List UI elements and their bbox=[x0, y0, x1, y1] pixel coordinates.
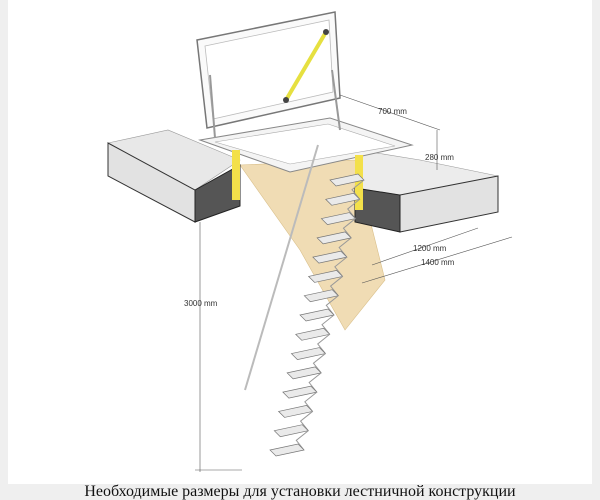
dim-1200: 1200 mm bbox=[413, 244, 447, 253]
dim-700: 700 mm bbox=[378, 107, 407, 116]
gas-strut bbox=[284, 30, 328, 102]
ladder-scissor-link bbox=[347, 198, 361, 219]
ladder-step bbox=[269, 443, 305, 457]
folding-ladder bbox=[269, 173, 365, 457]
hatch-lid bbox=[196, 11, 341, 139]
dim-1400: 1400 mm bbox=[421, 258, 455, 267]
ladder-scissor-link bbox=[295, 430, 309, 451]
ladder-scissor-link bbox=[342, 218, 356, 239]
ladder-scissor-link bbox=[329, 276, 343, 297]
left-ceiling-slab bbox=[107, 129, 241, 223]
attic-ladder-diagram: 700 mm 280 mm 1200 mm 1400 mm 3000 mm bbox=[107, 11, 513, 472]
caption: Необходимые размеры для установки лестни… bbox=[84, 483, 516, 500]
ladder-scissor-link bbox=[334, 256, 348, 277]
dimension-lines bbox=[195, 94, 513, 472]
ladder-scissor-link bbox=[317, 333, 331, 354]
ladder-scissor-link bbox=[321, 314, 335, 335]
ladder-scissor-link bbox=[312, 353, 326, 374]
ladder-scissor-link bbox=[304, 391, 318, 412]
dim-280: 280 mm bbox=[425, 153, 454, 162]
hatch-frame bbox=[198, 117, 414, 210]
right-ceiling-slab bbox=[354, 149, 499, 233]
ladder-scissor-link bbox=[338, 237, 352, 258]
ladder-scissor-link bbox=[351, 179, 365, 200]
handrail bbox=[244, 144, 319, 391]
ladder-scissor-link bbox=[308, 372, 322, 393]
ladder-scissor-link bbox=[325, 295, 339, 316]
dim-3000: 3000 mm bbox=[184, 299, 218, 308]
ladder-scissor-link bbox=[299, 411, 313, 432]
